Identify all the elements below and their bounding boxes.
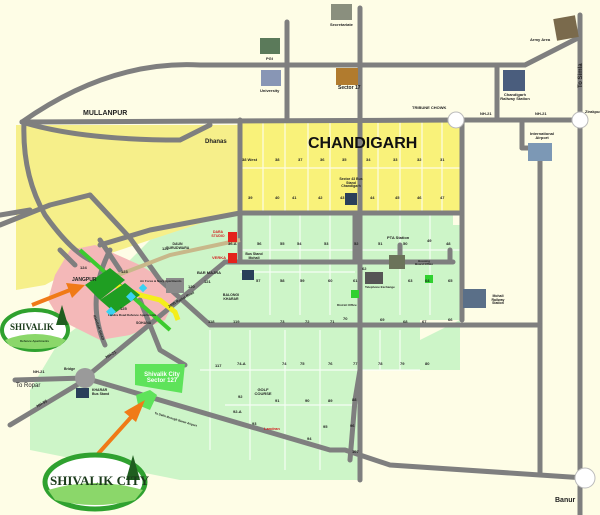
road-nh21-diag [82, 259, 228, 381]
label-pgi: PGI [266, 56, 273, 61]
label-bus-mohali: Bus Stand Mohali [245, 252, 263, 260]
label-kharar-bus: KHARAR Bus Stand [92, 388, 110, 396]
road-mullanpur-upper [19, 35, 581, 125]
sector17-thumb [336, 68, 358, 85]
logo-small-text: SHIVALIK [10, 322, 54, 332]
label-kharar-road: KHARAR ROAD [92, 314, 105, 341]
label-radial-road: 200ft Radial Road [167, 290, 195, 309]
label-airforce: Air Force & Navy Apartments [140, 279, 182, 283]
bus-chd-thumb [345, 193, 357, 205]
road-nh21-left [12, 375, 88, 383]
label-airport: International Airport [529, 131, 554, 140]
label-chd-railway: Chandigarh Railway Station [500, 92, 530, 101]
label-nh21-a: NH-21 [480, 111, 492, 116]
pgi-thumb [260, 38, 280, 54]
label-telephone: Telephone Exchange [365, 285, 395, 289]
label-daun-gurdwara: DAUN GURUDWARA [165, 242, 190, 250]
radial-road [99, 238, 241, 284]
label-to-simla: To Simla [578, 63, 584, 88]
army-thumb [553, 15, 579, 41]
road-dhanas [19, 119, 213, 143]
road-west-arc [21, 119, 93, 263]
label-landran-flats: Landra Road Defence Apartments [108, 313, 157, 317]
label-banur: Banur [555, 497, 576, 504]
label-bus-chd: Sector 43 Bus Stand Chandigarh [339, 177, 363, 188]
roundabout-banur [574, 467, 596, 489]
label-secretariate: Secretariate [330, 22, 353, 27]
map-title: CHANDIGARH [308, 135, 418, 152]
thumbnails [76, 4, 579, 398]
label-army-area: Army Area [530, 37, 551, 42]
shivalik-logo-large [42, 452, 148, 512]
housing-office-marker [425, 275, 433, 283]
label-district-office: District Office [337, 303, 357, 307]
label-landran: Landran [264, 426, 280, 431]
label-tribune-chowk: TRIBUNE CHOWK [412, 105, 447, 110]
label-mohali-railway: Mohali Railway Station [491, 294, 505, 305]
road-to-delhi [82, 375, 588, 481]
label-verka: VERKA [212, 255, 227, 260]
label-nh21-left: NH-21 [33, 369, 45, 374]
label-pta-station: PTA Station [387, 235, 410, 240]
label-dara-studio: DARA STUDIO [211, 230, 225, 238]
label-university: University [260, 88, 280, 93]
pta-thumb [389, 255, 405, 269]
label-nh21-diag: NH-21 [104, 349, 118, 360]
label-dhanas: Dhanas [205, 139, 227, 145]
label-to-ropar: To Ropar [16, 383, 41, 389]
label-sohana: SOHANA [136, 321, 152, 325]
dara-studio-marker [228, 232, 237, 242]
roundabout-zirakpur [571, 111, 589, 129]
airport-thumb [528, 143, 552, 161]
gurdwara-thumb [166, 278, 184, 293]
sector-row-2: 39 40 41 42 43 44 45 46 47 [248, 195, 445, 200]
label-shivalik-site: Shivalik City Sector 127 [144, 372, 180, 384]
roundabout-kharar [75, 368, 95, 388]
mohali-rail-thumb [463, 289, 486, 308]
road-kharar [93, 247, 113, 348]
district-office-marker [351, 290, 359, 298]
label-zirakpur: Zirakpur [585, 109, 600, 114]
secretariate-thumb [331, 4, 352, 20]
shivalik-site [135, 364, 185, 393]
telephone-thumb [365, 272, 383, 284]
label-nh21-b: NH-21 [535, 111, 547, 116]
logo-small-sub: Defence Apartments [20, 339, 50, 343]
kharar-bus-thumb [76, 388, 89, 398]
railway-thumb [503, 70, 525, 91]
verka-marker [228, 253, 237, 263]
bus-mohali-thumb [242, 270, 254, 280]
logo-large-text: SHIVALIK CITY [50, 473, 150, 488]
road-phase [0, 192, 93, 228]
label-bar-majra: BAR MAJRA [197, 270, 221, 275]
label-nh95: NH-95 [35, 398, 49, 409]
shivalik-logo-small [0, 305, 70, 352]
label-housing-office: Housing Board Office [415, 259, 434, 266]
label-balongi: BALONGI KHARAR [222, 293, 240, 301]
label-to-delhi: To Delhi through Banur Airport [154, 411, 198, 428]
label-golf-course: GOLF COURSE [254, 387, 272, 396]
sector-row-1: 38 West 38 37 36 35 34 33 32 31 [242, 157, 445, 162]
label-mullanpur: MULLANPUR [83, 110, 128, 117]
label-bridge: Bridge [64, 367, 76, 371]
roundabout-tribune [447, 111, 465, 129]
road-nh95 [7, 377, 88, 428]
university-thumb [261, 70, 281, 86]
label-sector17: Sector 17 [338, 85, 361, 91]
green-block-2 [100, 283, 140, 313]
label-janpur: JANGPUR [72, 277, 97, 283]
green-block-1 [85, 268, 125, 300]
